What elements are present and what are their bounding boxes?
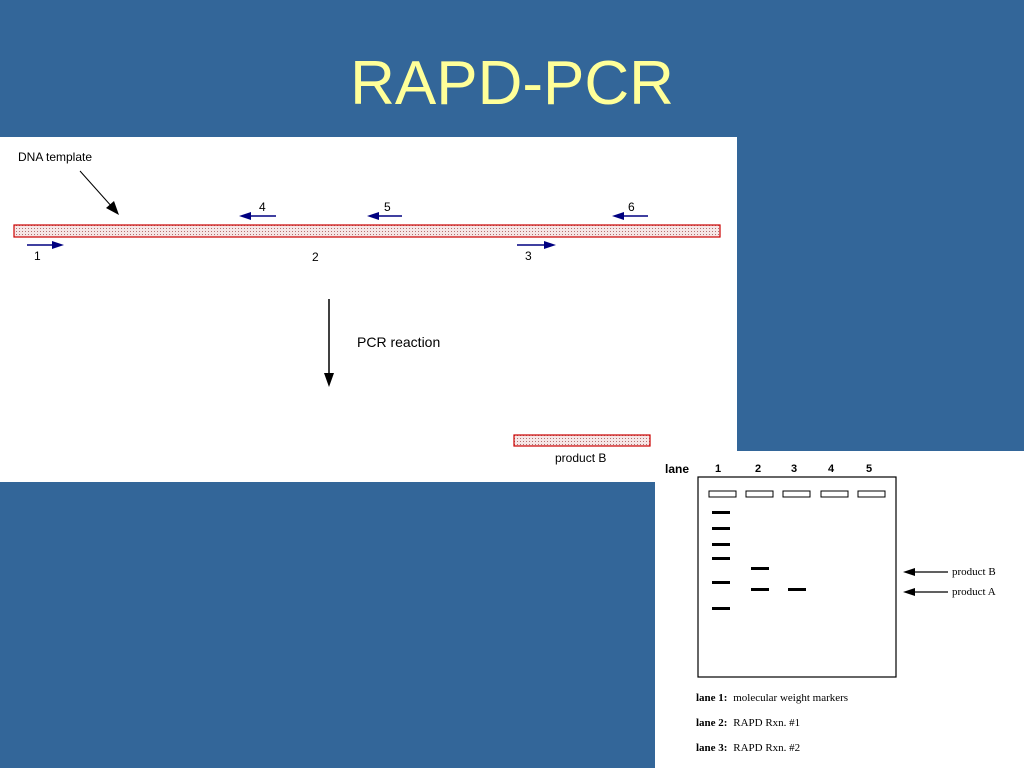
lane-2-product-a-band — [751, 588, 769, 591]
legend-lane-1: lane 1: molecular weight markers — [696, 692, 848, 704]
marker-band — [712, 557, 730, 560]
well-lane-2 — [745, 490, 774, 498]
pcr-reaction-arrowhead — [324, 373, 334, 387]
pcr-diagram: DNA template 4 5 6 1 2 — [13, 150, 721, 465]
legend-lane-2: lane 2: RAPD Rxn. #1 — [696, 717, 800, 729]
lane-number-4: 4 — [828, 463, 835, 475]
lane-number-3: 3 — [791, 463, 797, 475]
primer-4-label: 4 — [259, 200, 266, 214]
product-b-pointer-arrowhead — [903, 568, 915, 576]
template-pointer-line — [79, 170, 114, 209]
pcr-diagram-panel: DNA template 4 5 6 1 2 — [0, 137, 737, 482]
legend-lane-1-key: lane 1: — [696, 692, 727, 704]
legend-lane-2-key: lane 2: — [696, 717, 727, 729]
lane-number-5: 5 — [866, 463, 872, 475]
pcr-reaction-label: PCR reaction — [357, 334, 440, 350]
primer-6-label: 6 — [628, 200, 635, 214]
lane-2-product-b-band — [751, 567, 769, 570]
well-lane-3 — [782, 490, 811, 498]
primer-1-arrow — [27, 241, 64, 249]
well-lane-1 — [708, 490, 737, 498]
primer-3-label: 3 — [525, 249, 532, 263]
marker-band — [712, 581, 730, 584]
primer-5-label: 5 — [384, 200, 391, 214]
marker-band — [712, 607, 730, 610]
gel-panel: lane 1 2 3 4 5 product B product A — [655, 451, 1024, 768]
slide-title: RAPD-PCR — [350, 49, 674, 118]
dna-template-bar — [13, 224, 721, 238]
lane-number-2: 2 — [755, 463, 761, 475]
legend-lane-3-key: lane 3: — [696, 742, 727, 754]
legend-lane-3-text: RAPD Rxn. #2 — [733, 742, 800, 754]
primer-4-arrow — [239, 212, 276, 220]
template-pointer-arrowhead — [106, 201, 119, 215]
product-b-label: product B — [555, 451, 606, 465]
well-lane-4 — [820, 490, 849, 498]
legend-lane-1-text: molecular weight markers — [733, 692, 848, 704]
marker-band — [712, 511, 730, 514]
primer-5-arrow — [367, 212, 402, 220]
site-2-label: 2 — [312, 250, 319, 264]
gel-outline — [697, 476, 897, 678]
dna-template-label: DNA template — [18, 150, 92, 164]
lane-3-product-a-band — [788, 588, 806, 591]
product-b-bar — [513, 434, 651, 447]
primer-1-label: 1 — [34, 249, 41, 263]
gel-product-a-label: product A — [952, 586, 996, 598]
primer-3-arrow — [517, 241, 556, 249]
primer-6-arrow — [612, 212, 648, 220]
legend-lane-2-text: RAPD Rxn. #1 — [733, 717, 800, 729]
product-a-pointer-arrowhead — [903, 588, 915, 596]
gel-diagram: lane 1 2 3 4 5 product B product A — [665, 462, 996, 754]
marker-band — [712, 543, 730, 546]
lane-header: lane — [665, 462, 689, 476]
marker-band — [712, 527, 730, 530]
legend-lane-3: lane 3: RAPD Rxn. #2 — [696, 742, 800, 754]
lane-number-1: 1 — [715, 463, 721, 475]
well-lane-5 — [857, 490, 886, 498]
gel-product-b-label: product B — [952, 566, 996, 578]
